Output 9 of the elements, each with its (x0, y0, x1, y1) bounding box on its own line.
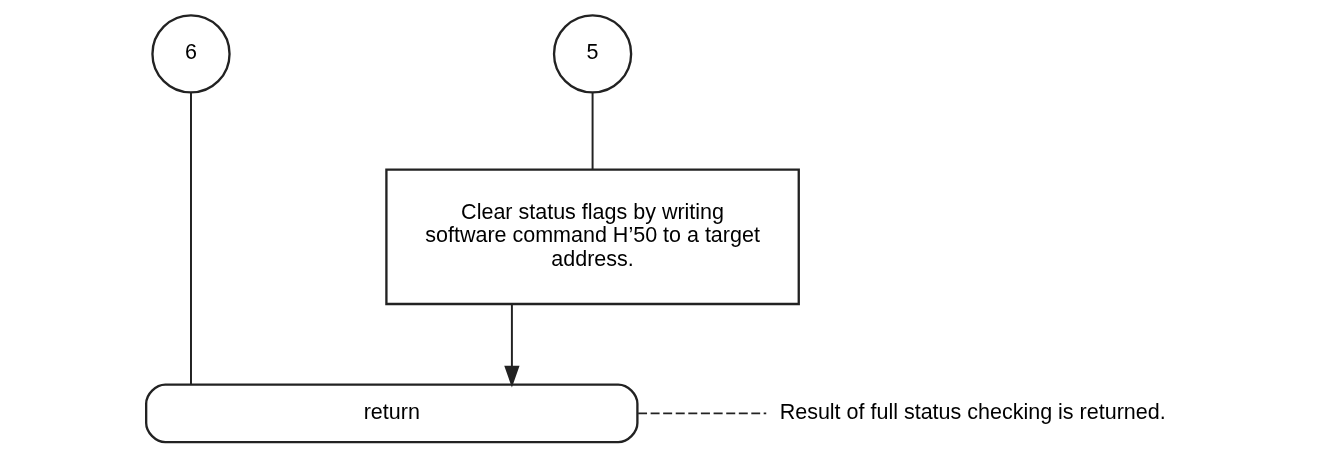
arrow (503, 303, 520, 388)
connector (189, 92, 192, 386)
connector (591, 91, 594, 171)
node-circle: 5 (552, 14, 632, 94)
node-box: return (144, 383, 639, 444)
connector (636, 412, 767, 415)
node-circle: 6 (150, 14, 231, 94)
node-box: Clear status flags by writing software command H’50 to a target address. (384, 168, 800, 306)
node-text: Result of full status checking is returned. (779, 399, 1166, 424)
